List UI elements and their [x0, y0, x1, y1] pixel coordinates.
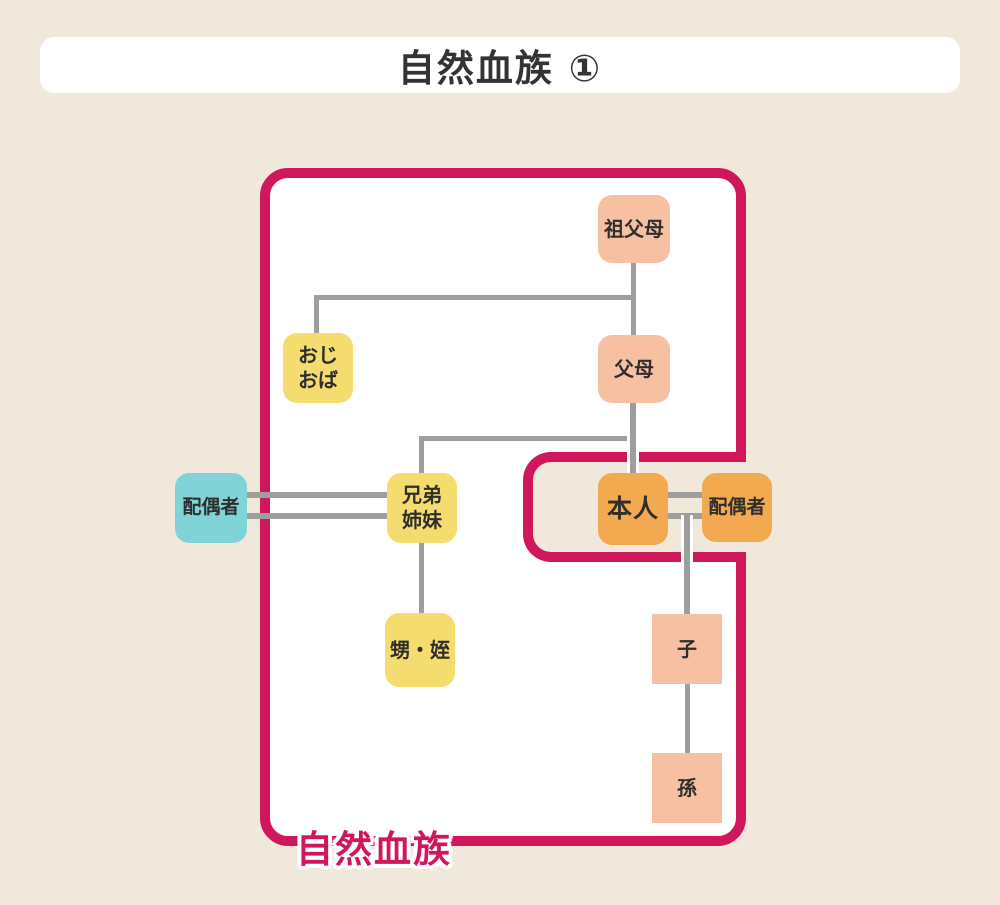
- node-self-label: 本人: [606, 494, 659, 524]
- node-nephew-niece-label: 甥・姪: [390, 637, 450, 662]
- edge-siblings-stub: [419, 436, 424, 473]
- node-uncle-aunt-line1: おじ: [298, 343, 338, 367]
- edge-uncle-aunt-stub: [314, 295, 319, 333]
- node-siblings: 兄弟 姉妹: [387, 473, 457, 543]
- page-title: 自然血族 ①: [397, 47, 603, 90]
- edge-parents-self: [627, 403, 639, 473]
- node-grandchild: 孫: [652, 753, 722, 823]
- edge-self-marriage-top: [668, 492, 703, 498]
- edge-parents-generation-horizontal: [314, 295, 636, 300]
- title-bar: 自然血族 ①: [40, 37, 960, 93]
- node-child: 子: [652, 614, 722, 684]
- node-grandparents-label: 祖父母: [604, 216, 664, 241]
- edge-sibling-marriage-bottom: [247, 513, 387, 519]
- boundary-caption: 自然血族: [296, 828, 452, 871]
- node-self: 本人: [598, 473, 668, 545]
- node-siblings-line2: 姉妹: [402, 508, 442, 532]
- node-child-label: 子: [677, 636, 697, 661]
- edge-siblings-nephew-niece: [419, 543, 424, 613]
- node-grandchild-label: 孫: [677, 775, 697, 800]
- edge-children-generation-horizontal: [419, 436, 636, 441]
- node-sibling-spouse-label: 配偶者: [182, 496, 240, 519]
- node-sibling-spouse: 配偶者: [175, 473, 247, 543]
- node-parents-label: 父母: [614, 356, 654, 381]
- edge-sibling-marriage-top: [247, 492, 387, 498]
- node-self-spouse-label: 配偶者: [708, 495, 766, 518]
- edge-self-child: [681, 515, 693, 614]
- node-self-spouse: 配偶者: [702, 473, 772, 542]
- edge-child-grandchild: [685, 684, 690, 753]
- node-grandparents: 祖父母: [598, 195, 670, 263]
- node-uncle-aunt-line2: おば: [298, 368, 338, 392]
- node-nephew-niece: 甥・姪: [385, 613, 455, 687]
- node-siblings-line1: 兄弟: [402, 483, 442, 507]
- node-uncle-aunt: おじ おば: [283, 333, 353, 403]
- node-parents: 父母: [598, 335, 670, 403]
